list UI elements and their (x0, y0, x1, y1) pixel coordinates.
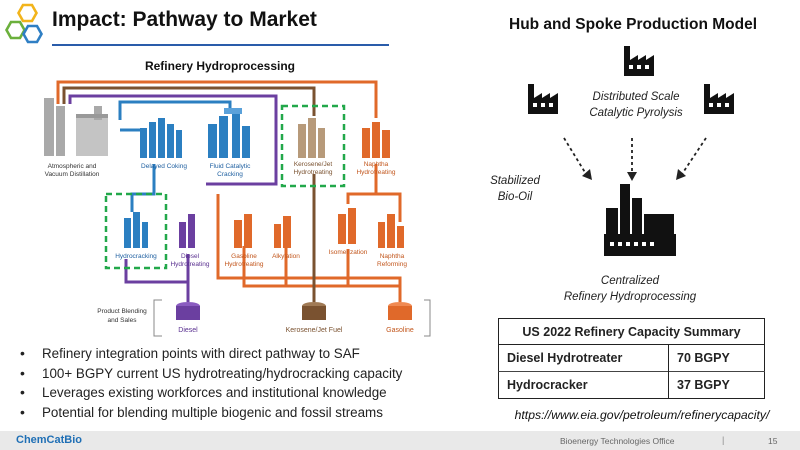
refinery-title: Refinery Hydroprocessing (145, 59, 295, 73)
footer-brand: ChemCatBio (16, 434, 83, 446)
coking-hydrocracking-line (130, 164, 156, 212)
factory-icon (704, 84, 734, 114)
product-gasoline: Gasoline (386, 327, 414, 334)
central-label-2: Refinery Hydroprocessing (564, 291, 697, 303)
kerosene-label-1: Kerosene/Jet (294, 161, 332, 168)
distillation-label-1: Atmospheric and (48, 163, 97, 170)
hydrocracking-unit-icon (124, 212, 148, 248)
blending-bracket (153, 299, 162, 337)
footer-divider: | (722, 435, 725, 445)
factory-icon (528, 84, 558, 114)
table-row: Hydrocracker 37 BGPY (498, 371, 765, 399)
factory-icon (624, 46, 654, 76)
product-jet: Kerosene/Jet Fuel (286, 327, 343, 334)
gasoline-ht-label-1: Gasoline (231, 253, 257, 260)
fcc-label-1: Fluid Catalytic (210, 163, 252, 170)
footer-bar (0, 431, 800, 450)
diesel-ht-unit-icon (179, 214, 195, 248)
kerosene-label-2: Hydrotreating (293, 169, 332, 176)
kerosene-highlight-box (280, 104, 346, 188)
bullet-list: Refinery integration points with direct … (16, 344, 456, 422)
fcc-unit-icon (208, 108, 250, 158)
footer-office: Bioenergy Technologies Office (560, 436, 675, 446)
title-underline (52, 44, 389, 46)
kerosene-feed-line (62, 86, 316, 116)
fcc-feed-line (118, 100, 232, 120)
diesel-tank-icon (176, 306, 200, 320)
source-url: https://www.eia.gov/petroleum/refineryca… (514, 408, 770, 422)
capacity-table: US 2022 Refinery Capacity Summary Diesel… (498, 318, 765, 399)
coking-label: Delayed Coking (141, 163, 187, 170)
page-number: 15 (768, 436, 778, 446)
naphtha-ht-unit-icon (362, 122, 390, 158)
central-label-1: Centralized (601, 275, 660, 287)
bullet-item: Potential for blending multiple biogenic… (16, 403, 456, 423)
hub-spoke-diagram: Distributed Scale Catalytic Pyrolysis St… (490, 46, 734, 303)
flow-lines (56, 80, 402, 302)
hydrocracking-highlight-box (104, 192, 168, 270)
blending-label-2: and Sales (108, 317, 138, 324)
kerosene-unit-icon (298, 118, 325, 158)
table-row: Diesel Hydrotreater 70 BGPY (498, 344, 765, 372)
isomerization-label: Isomerization (329, 249, 368, 256)
refinery-windows (610, 242, 654, 246)
bio-oil-label-1: Stabilized (490, 175, 540, 187)
slide-title: Impact: Pathway to Market (52, 8, 317, 31)
bio-oil-label-2: Bio-Oil (498, 191, 533, 203)
gasoline-ht-label-2: Hydrotreating (224, 261, 263, 268)
naphtha-isom-line (346, 164, 378, 204)
distributed-label-2: Catalytic Pyrolysis (589, 107, 683, 119)
naphtha-reform-line (376, 192, 402, 222)
row-label: Hydrocracker (498, 371, 669, 399)
reforming-label-2: Reforming (377, 261, 407, 268)
flow-arrows (563, 137, 707, 175)
products-bracket (424, 299, 431, 337)
product-diesel: Diesel (178, 327, 198, 334)
gasoline-ht-unit-icon (234, 214, 252, 248)
table-header: US 2022 Refinery Capacity Summary (498, 318, 765, 345)
refinery-flow-diagram: Refinery Hydroprocessing Atmospheric and… (44, 59, 431, 337)
table-header-row: US 2022 Refinery Capacity Summary (498, 318, 765, 345)
diesel-ht-label-2: Hydrotreating (170, 261, 209, 268)
isomerization-unit-icon (338, 208, 356, 244)
chemcatbio-hex-logo (5, 3, 43, 44)
naphtha-ht-label-2: Hydrotreating (356, 169, 395, 176)
arrow-heads (582, 169, 686, 181)
alkylation-label: Alkylation (272, 253, 300, 260)
refinery-icon (604, 184, 676, 256)
distillation-label-2: Vacuum Distillation (45, 171, 100, 178)
naphtha-ht-label-1: Naphtha (364, 161, 389, 168)
row-value: 37 BGPY (668, 371, 765, 399)
fcc-label-2: Cracking (217, 171, 243, 178)
distributed-label-1: Distributed Scale (593, 91, 680, 103)
bullet-item: 100+ BGPY current US hydrotreating/hydro… (16, 364, 456, 384)
jet-tank-icon (302, 306, 326, 320)
blending-label-1: Product Blending (97, 308, 147, 315)
hub-title: Hub and Spoke Production Model (509, 16, 757, 33)
alkylation-unit-icon (274, 216, 291, 248)
bullet-item: Leverages existing workforces and instit… (16, 383, 456, 403)
row-value: 70 BGPY (668, 344, 765, 372)
diesel-ht-label-1: Diesel (181, 253, 200, 260)
gasoil-feed-line (68, 94, 278, 186)
row-label: Diesel Hydrotreater (498, 344, 669, 372)
hydrocracking-label: Hydrocracking (115, 253, 157, 260)
distillation-unit-icon (44, 98, 108, 156)
bullet-item: Refinery integration points with direct … (16, 344, 456, 364)
reforming-unit-icon (378, 214, 404, 248)
gasoline-tank-icon (388, 306, 412, 320)
delayed-coking-unit-icon (140, 118, 182, 158)
reforming-label-1: Naphtha (380, 253, 405, 260)
naphtha-feed-line (56, 80, 378, 118)
fcc-gasoline-line (216, 194, 402, 302)
